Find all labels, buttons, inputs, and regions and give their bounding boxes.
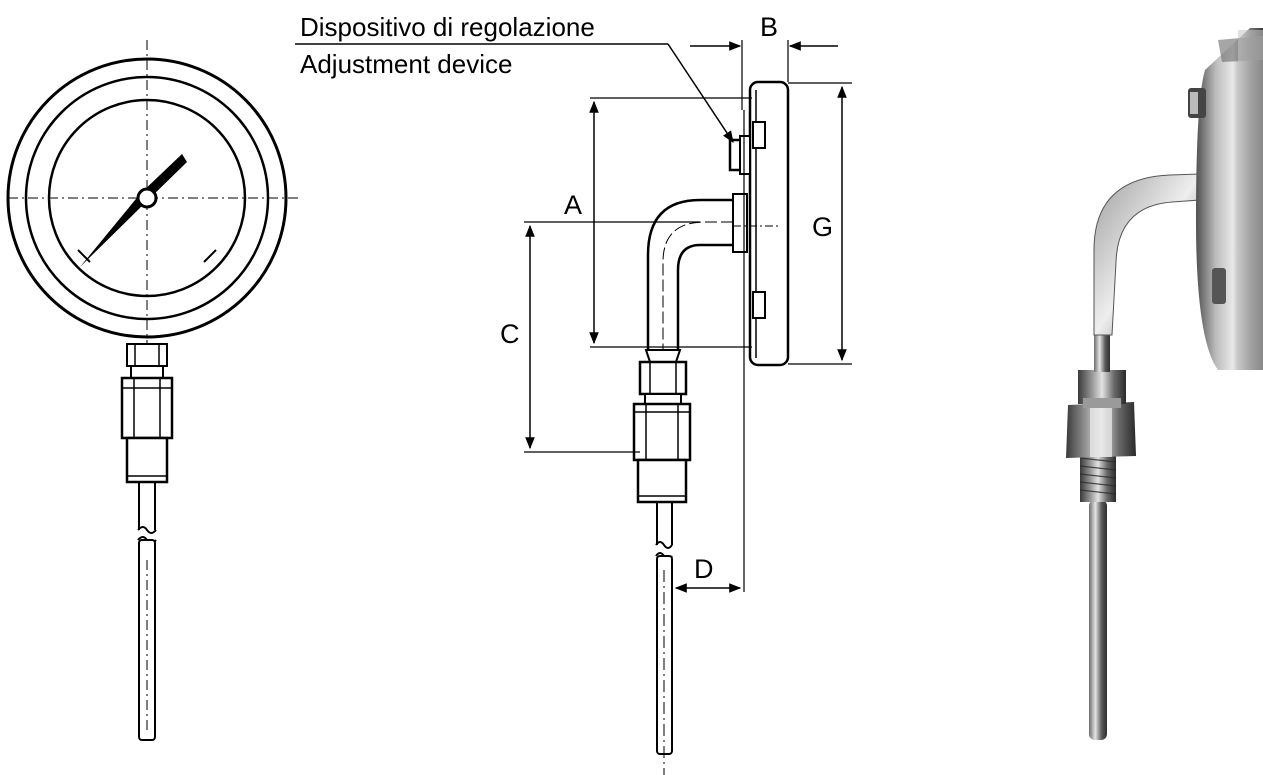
dim-b-label: B bbox=[760, 12, 778, 42]
front-thread bbox=[125, 436, 169, 484]
pointer-needle bbox=[80, 154, 187, 267]
callout-label-english: Adjustment device bbox=[300, 49, 512, 79]
pointer-hub bbox=[136, 187, 158, 209]
photo-bent-stem bbox=[1093, 173, 1201, 336]
bent-stem bbox=[646, 198, 733, 350]
product-photo bbox=[1066, 28, 1263, 740]
dim-d-label: D bbox=[694, 554, 714, 584]
side-hex-fitting bbox=[632, 402, 692, 462]
front-neck bbox=[126, 343, 168, 367]
side-nut bbox=[638, 360, 688, 396]
callout-label-italian: Dispositivo di regolazione bbox=[300, 12, 595, 42]
photo-stem bbox=[1089, 500, 1107, 740]
side-view bbox=[295, 40, 852, 775]
front-hex-fitting bbox=[120, 376, 174, 440]
scale-start-mark bbox=[77, 249, 91, 263]
dim-a-label: A bbox=[564, 190, 582, 220]
callout-leader bbox=[667, 43, 734, 144]
dim-g-label: G bbox=[812, 212, 833, 242]
side-thread bbox=[636, 458, 688, 504]
dim-c-label: C bbox=[500, 319, 520, 349]
scale-end-mark bbox=[203, 249, 217, 263]
front-view bbox=[6, 40, 300, 741]
